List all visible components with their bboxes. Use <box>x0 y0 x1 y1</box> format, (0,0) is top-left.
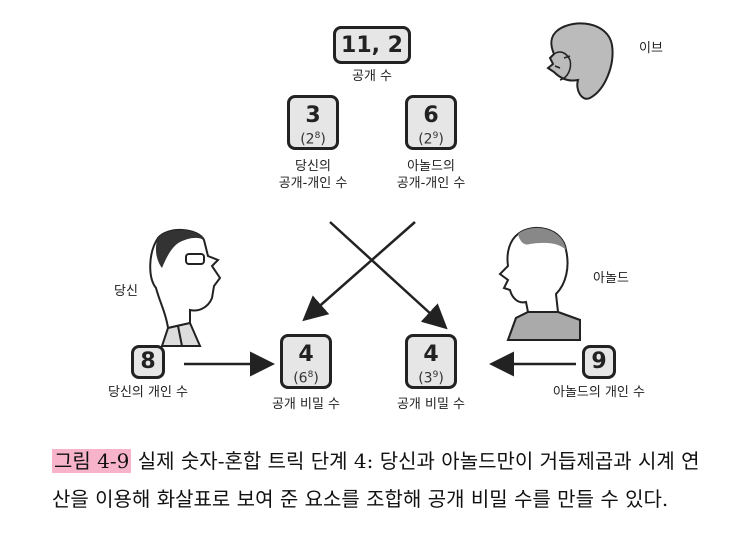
arnold-public-private-value: 6 <box>423 103 439 128</box>
arnold-secret-label: 공개 비밀 수 <box>396 397 466 412</box>
arnold-private-label: 아놀드의 개인 수 <box>553 385 645 400</box>
arnold-secret-value: 4 <box>423 342 439 367</box>
arnold-person-label: 아놀드 <box>593 271 629 286</box>
arnold-secret-formula: (39) <box>418 370 444 387</box>
figure-caption: 그림 4-9 실제 숫자-혼합 트릭 단계 4: 당신과 아놀드만이 거듭제곱과… <box>52 442 712 518</box>
dangsin-secret-formula: (68) <box>293 370 319 387</box>
arrows-layer <box>184 221 576 377</box>
arnold-illustration <box>498 226 581 341</box>
eve-illustration <box>546 22 614 100</box>
eve-label: 이브 <box>639 41 663 56</box>
arrow-arnold-to-dangsin-secret <box>302 221 416 322</box>
arnold-private-value: 9 <box>591 349 607 374</box>
dangsin-private-box: 8 <box>131 345 165 379</box>
dangsin-secret-label: 공개 비밀 수 <box>271 397 341 412</box>
dangsin-private-label: 당신의 개인 수 <box>107 385 189 400</box>
arnold-secret-box: 4 (39) <box>405 334 457 389</box>
figure-number: 그림 4-9 <box>52 449 132 473</box>
arnold-public-private-label: 아놀드의 공개-개인 수 <box>396 159 466 191</box>
dangsin-secret-box: 4 (68) <box>280 334 332 389</box>
arnold-public-private-box: 6 (29) <box>405 95 457 150</box>
arrow-dangsin-to-arnold-secret <box>329 221 448 330</box>
arnold-private-box: 9 <box>582 345 616 379</box>
dangsin-public-private-box: 3 (28) <box>287 95 339 150</box>
dangsin-illustration <box>149 229 222 347</box>
dangsin-public-private-label: 당신의 공개-개인 수 <box>278 159 348 191</box>
dangsin-public-private-value: 3 <box>305 103 321 128</box>
arnold-public-private-formula: (29) <box>418 131 444 148</box>
dangsin-person-label: 당신 <box>114 284 138 299</box>
dangsin-secret-value: 4 <box>298 342 314 367</box>
public-numbers-label: 공개 수 <box>351 69 392 84</box>
figure-caption-text: 실제 숫자-혼합 트릭 단계 4: 당신과 아놀드만이 거듭제곱과 시계 연산을… <box>52 449 700 511</box>
dangsin-public-private-formula: (28) <box>300 131 326 148</box>
public-numbers-box: 11, 2 <box>333 26 411 64</box>
dangsin-private-value: 8 <box>140 349 156 374</box>
public-numbers-value: 11, 2 <box>341 33 403 58</box>
